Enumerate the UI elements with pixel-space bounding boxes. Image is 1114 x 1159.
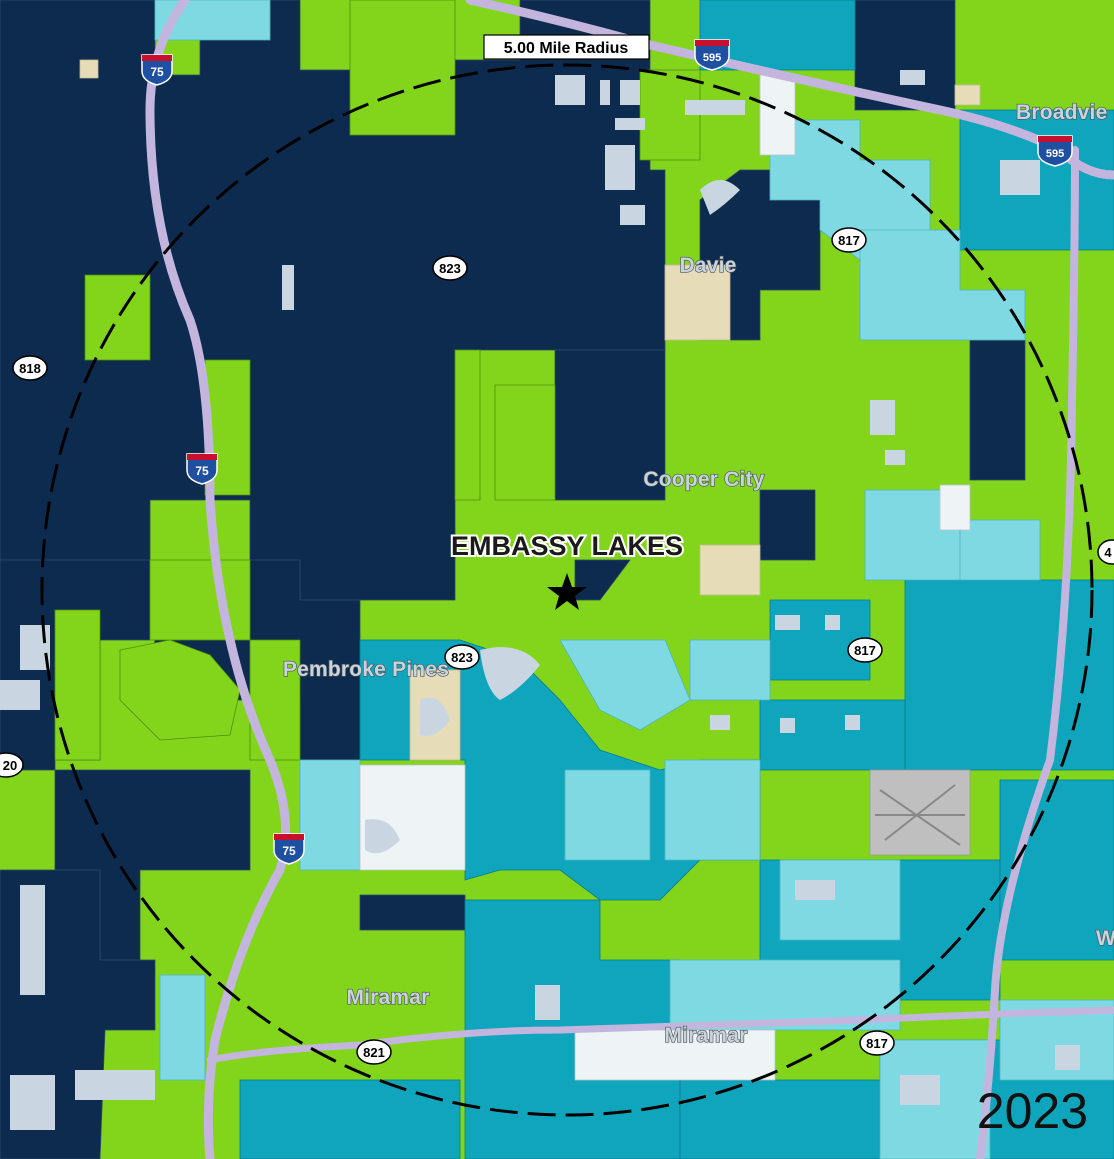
state-road-shield-823-north: 823 [432,255,468,281]
state-road-shield-818: 818 [12,355,48,381]
svg-text:817: 817 [838,233,860,248]
interstate-shield-i75-top: 75 [141,54,173,86]
state-road-shield-823-south: 823 [444,644,480,670]
state-road-shield-817-mid: 817 [847,637,883,663]
state-road-shield-821: 821 [356,1039,392,1065]
svg-text:595: 595 [1046,148,1064,160]
svg-text:821: 821 [363,1045,385,1060]
place-label-miramar-east: Miramar [664,1024,747,1047]
site-star-icon [547,573,587,610]
svg-text:818: 818 [19,361,41,376]
interstate-shield-i595-right: 595 [1037,135,1073,167]
interstate-shield-i75-mid: 75 [186,453,218,485]
i75-road [145,0,291,1159]
svg-text:817: 817 [854,643,876,658]
radius-label: 5.00 Mile Radius [504,40,629,57]
turnpike-road [976,146,1079,1159]
interstate-shield-i75-low: 75 [273,833,305,865]
state-road-shield-817-north: 817 [831,227,867,253]
svg-text:75: 75 [195,464,209,478]
state-road-shield-4-edge: 4 [1097,539,1114,565]
svg-text:75: 75 [150,65,164,79]
tracts-lime [54,0,701,761]
tracts-light-cyan [154,0,1114,1159]
interstate-shield-i595-top: 595 [694,39,730,71]
state-road-shield-820-edge: 20 [0,752,24,778]
site-label: EMBASSY LAKES [451,531,683,561]
miramar-parkway [206,1006,1114,1064]
place-label-miramar-west: Miramar [346,986,429,1009]
svg-text:20: 20 [3,758,17,773]
radius-label-box: 5.00 Mile Radius [483,34,650,60]
year-label: 2023 [977,1083,1088,1139]
water-features [0,70,1080,1130]
state-road-shield-817-south: 817 [859,1030,895,1056]
svg-text:823: 823 [439,261,461,276]
tract-airport-gray [869,769,971,856]
radius-circle [40,63,1094,1117]
svg-text:4: 4 [1104,545,1112,560]
place-label-cooper-city: Cooper City [643,468,764,491]
place-label-pembroke-pines: Pembroke Pines [283,658,449,681]
place-label-davie: Davie [679,254,736,277]
svg-text:817: 817 [866,1036,888,1051]
svg-text:823: 823 [451,650,473,665]
svg-text:75: 75 [282,844,296,858]
svg-text:595: 595 [703,52,721,64]
place-label-edge-w: W [1096,927,1114,950]
place-label-broadview: Broadvie [1016,101,1107,124]
